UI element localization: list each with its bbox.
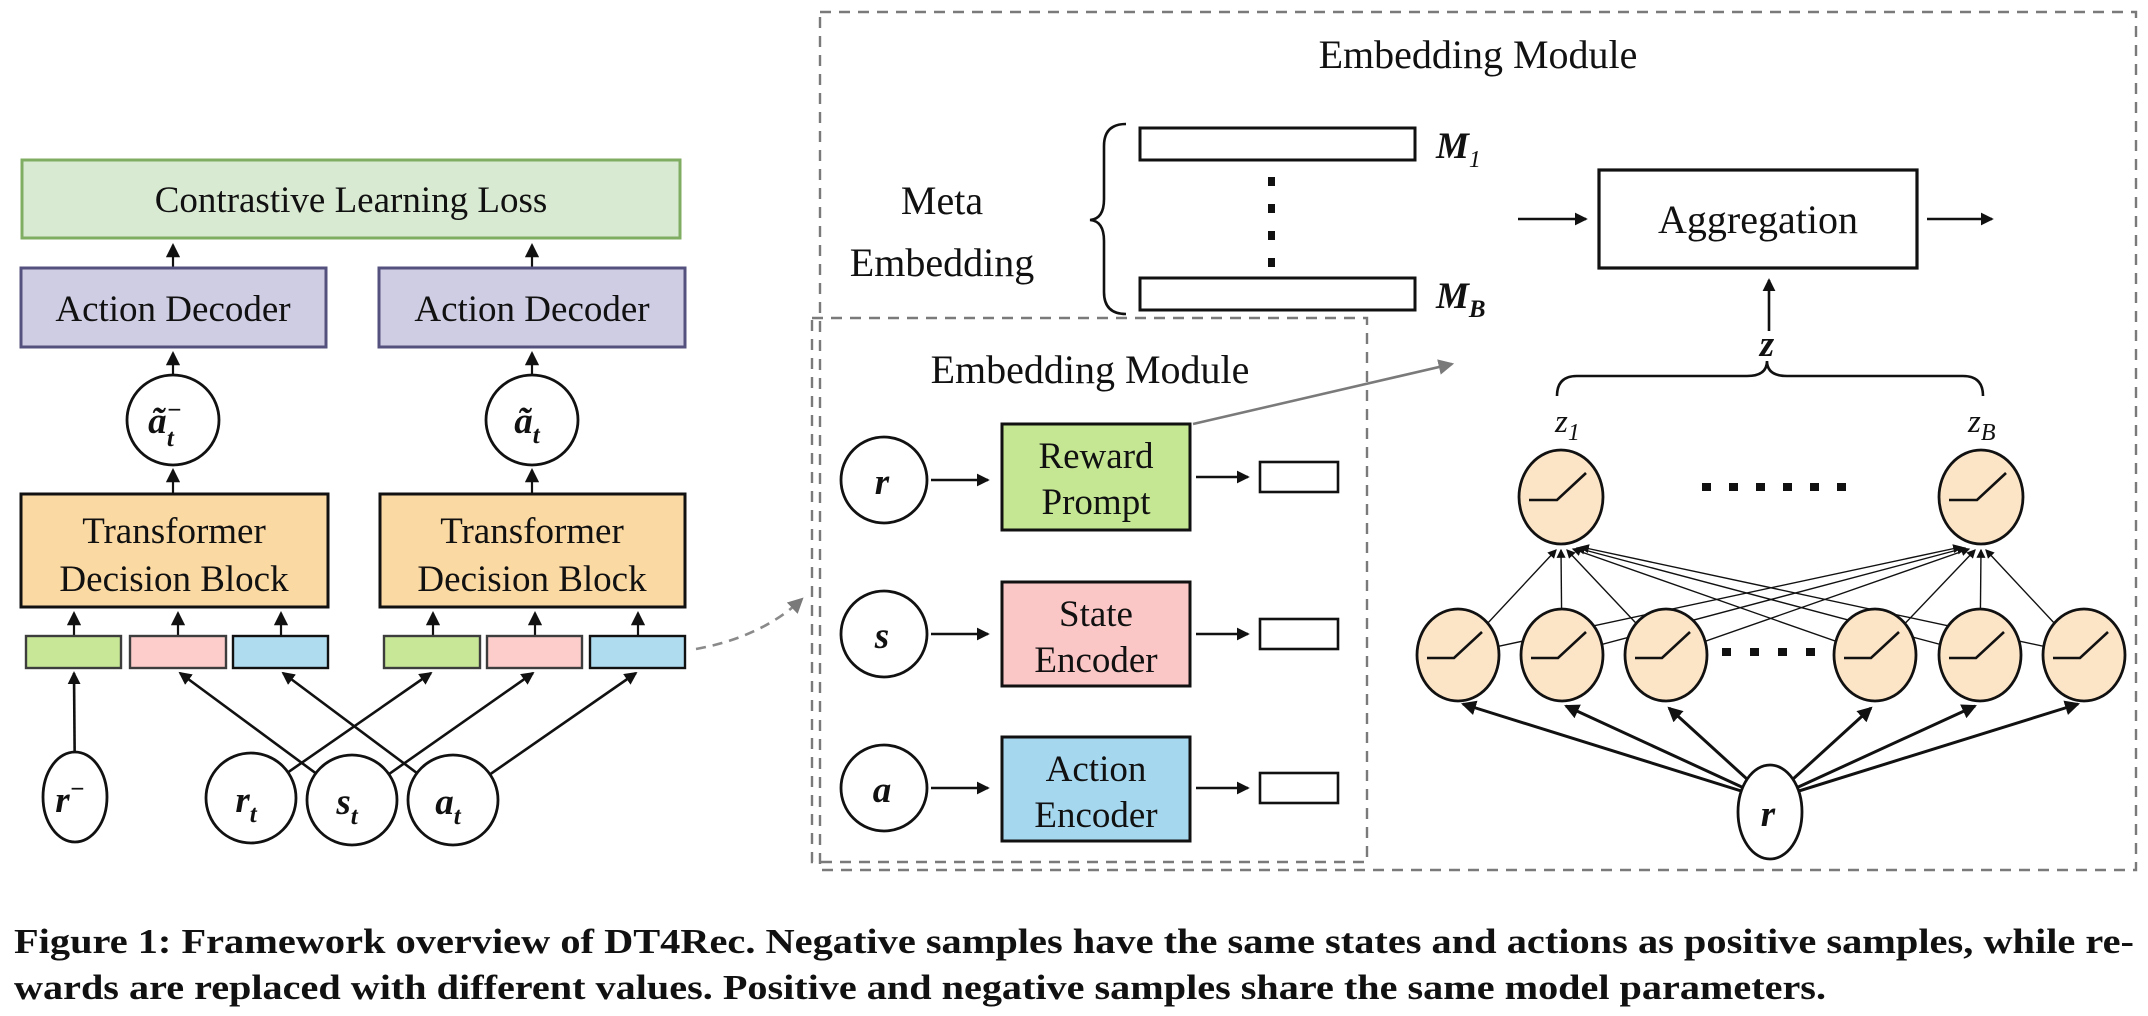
neg-reward-symbol: r− xyxy=(55,776,85,821)
contrastive-loss-box xyxy=(22,160,680,238)
meta-brace xyxy=(1089,122,1127,316)
pos-action-circle xyxy=(484,373,580,467)
token-state-neg xyxy=(128,634,228,670)
token-action-pos xyxy=(588,634,687,670)
r-input-circle xyxy=(1736,763,1804,861)
state-embedding-slot xyxy=(1258,617,1340,651)
token-row xyxy=(24,634,687,670)
action-circle xyxy=(406,753,500,847)
state-encoder-box xyxy=(1000,580,1192,688)
action-symbol: at xyxy=(435,782,462,830)
z-brace xyxy=(1555,360,1985,397)
action-decoder-pos-label: Action Decoder xyxy=(414,289,649,330)
transformer-neg-line1: Transformer xyxy=(82,511,266,552)
s-circle xyxy=(839,589,929,679)
relu-icon xyxy=(1427,631,1483,660)
relu-icon xyxy=(1531,631,1587,660)
reward-prompt-box xyxy=(1000,422,1192,532)
state-encoder-line1: State xyxy=(1059,594,1133,635)
action-decoder-pos-border xyxy=(377,266,687,349)
z1-label: z1 xyxy=(1554,404,1580,446)
aggregation-label: Aggregation xyxy=(1658,197,1858,242)
a-circle xyxy=(839,743,929,833)
encoder-embedding-module: Embedding Module r Reward Prompt s State… xyxy=(839,347,1340,843)
meta-module-title: Embedding Module xyxy=(1319,32,1638,77)
action-decoder-pos-box xyxy=(379,268,685,347)
memory-bar-B-label: MB xyxy=(1435,276,1486,323)
state-symbol: st xyxy=(335,782,358,830)
memory-bar-B xyxy=(1138,276,1417,312)
encoder-embedding-module-box xyxy=(810,316,1369,864)
neg-action-circle xyxy=(125,373,221,467)
action-encoder-line2: Encoder xyxy=(1034,795,1157,836)
relu-icon xyxy=(2053,631,2109,660)
transformer-pos-line2: Decision Block xyxy=(417,559,647,600)
neg-action-symbol: ã−t xyxy=(148,397,182,452)
contrastive-loss-label: Contrastive Learning Loss xyxy=(155,180,548,221)
flow-arrows xyxy=(66,242,646,635)
token-state-pos xyxy=(485,634,584,670)
transformer-neg-line2: Decision Block xyxy=(59,559,289,600)
figure-caption: Figure 1: Framework overview of DT4Rec. … xyxy=(14,922,2134,1007)
reward-prompt-detail-arrow xyxy=(1192,359,1455,426)
r-symbol: r xyxy=(875,462,890,503)
action-decoder-neg-box xyxy=(21,268,326,347)
relu-icon xyxy=(1529,472,1587,502)
relu-icon xyxy=(1635,631,1691,660)
memory-bar-1 xyxy=(1138,126,1417,162)
r-input-symbol: r xyxy=(1761,794,1776,835)
token-action-neg xyxy=(231,634,330,670)
zB-label: zB xyxy=(1967,404,1996,446)
relu-icon xyxy=(1949,472,2007,502)
action-embedding-slot xyxy=(1258,771,1340,805)
reward-symbol: rt xyxy=(235,780,257,828)
hidden-ellipsis-dots xyxy=(1722,648,1815,656)
token-reward-pos xyxy=(382,634,482,670)
meta-embedding-label-line2: Embedding xyxy=(850,240,1034,285)
meta-embedding-label-line1: Meta xyxy=(901,178,983,223)
memory-bar-1-label: M1 xyxy=(1435,126,1481,173)
hidden-neurons xyxy=(1415,607,2127,703)
action-decoder-neg-border xyxy=(19,266,328,349)
token-reward-neg xyxy=(24,634,123,670)
pos-action-symbol: ãt xyxy=(514,401,541,449)
action-decoder-neg-label: Action Decoder xyxy=(55,289,290,330)
state-circle xyxy=(305,753,399,847)
transformer-block-neg xyxy=(19,492,330,609)
aggregation-box xyxy=(1597,168,1919,270)
action-encoder-line1: Action xyxy=(1046,749,1147,790)
contrastive-loss-border xyxy=(20,158,682,240)
neg-reward-circle xyxy=(41,750,109,844)
r-circle xyxy=(839,435,929,525)
relu-icon xyxy=(1949,631,2005,660)
reward-circle xyxy=(204,751,298,845)
contrastive-branch-diagram: Contrastive Learning Loss Action Decoder… xyxy=(19,158,804,847)
meta-embedding-module: Embedding Module Meta Embedding M1 MB Ag… xyxy=(850,32,1994,365)
output-ellipsis-dots xyxy=(1702,483,1846,491)
a-symbol: a xyxy=(873,770,892,811)
reward-prompt-line1: Reward xyxy=(1038,436,1154,477)
reward-embedding-slot xyxy=(1258,460,1340,494)
output-neurons xyxy=(1517,448,2025,546)
action-encoder-box xyxy=(1000,735,1192,843)
zoom-link-arrow xyxy=(695,597,804,651)
caption-line1: Figure 1: Framework overview of DT4Rec. … xyxy=(14,922,2134,961)
transformer-block-pos xyxy=(378,492,687,609)
memory-ellipsis-dots xyxy=(1268,177,1275,267)
meta-embedding-network: z1 zB xyxy=(1192,359,2127,861)
s-symbol: s xyxy=(874,616,889,657)
transformer-pos-line1: Transformer xyxy=(440,511,624,552)
encoder-module-title: Embedding Module xyxy=(931,347,1250,392)
reward-prompt-line2: Prompt xyxy=(1042,482,1152,523)
caption-line2: wards are replaced with different values… xyxy=(14,968,1826,1007)
z-symbol: z xyxy=(1758,324,1775,365)
relu-icon xyxy=(1844,631,1900,660)
meta-embedding-module-box xyxy=(818,10,2138,872)
state-encoder-line2: Encoder xyxy=(1034,640,1157,681)
